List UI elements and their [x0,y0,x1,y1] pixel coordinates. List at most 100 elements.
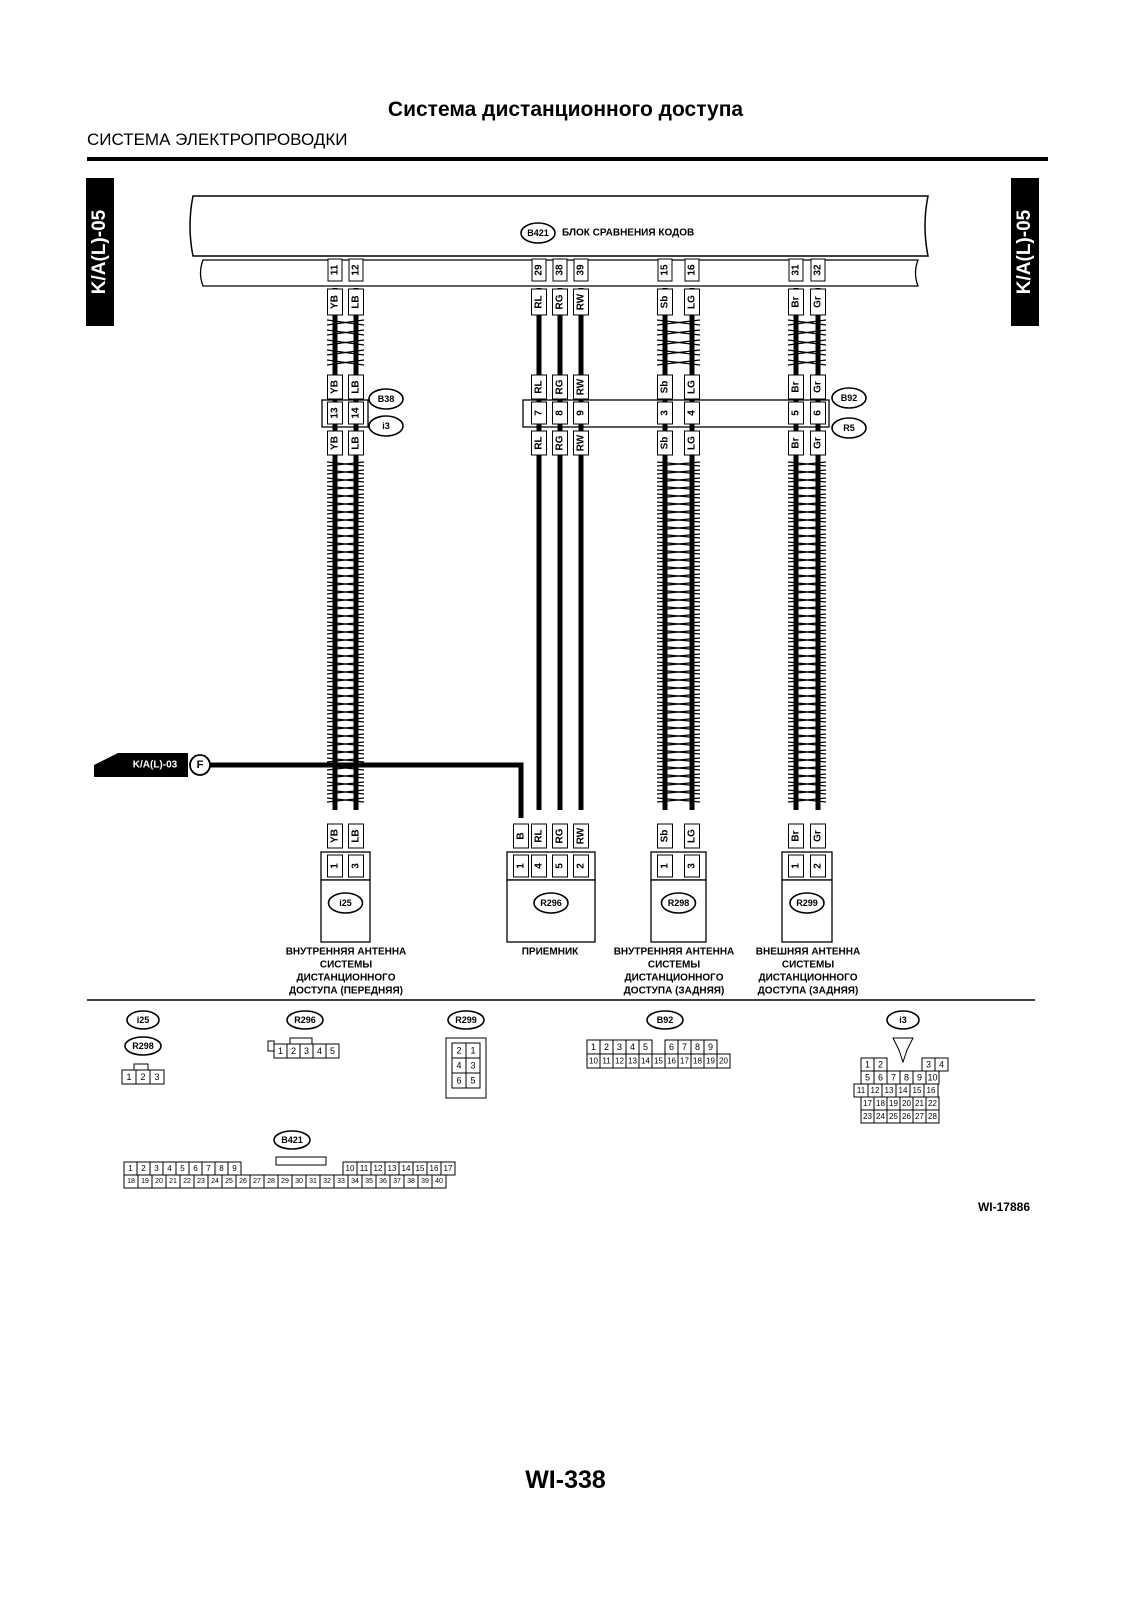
view-i3-row4-pin: 17 [863,1099,872,1108]
lower-color-sb-box [657,430,673,456]
upper-color-rw-text: RW [576,378,587,395]
view-b421-row1b-pin: 10 [346,1164,355,1173]
twist-lower-2-strand [656,477,701,483]
twist-lower-0-strand [326,621,365,627]
view-b92-row1-pin: 4 [630,1042,635,1052]
inline-pin-8-text: 8 [555,410,566,416]
bottom-color-rw-box [573,823,589,849]
twist-upper-2-strand [656,339,701,346]
top-pin-29: 29 [531,258,547,282]
view-i3-row4-pin: 22 [928,1099,937,1108]
twist-lower-2-strand [656,589,701,595]
twist-lower-2-strand [656,677,701,683]
twist-lower-3-strand [787,469,827,475]
view-b421-row1a-pin: 4 [167,1164,172,1173]
upper-color-rg-box [552,374,568,400]
twist-upper-0-strand [326,319,365,326]
view-b92-row2-pin: 19 [706,1057,715,1066]
bottom-color-br-box [788,823,804,849]
view-i3-key [892,1037,914,1064]
view-i3-row1b-pin: 4 [939,1060,944,1070]
view-b92-row2-pin: 20 [719,1057,728,1066]
description-r299-line: ДОСТУПА (ЗАДНЯЯ) [758,986,859,997]
twist-lower-2-strand [656,621,701,627]
twist-lower-3-strand [787,597,827,603]
view-b421-row2-pin: 39 [421,1178,429,1185]
inline-pin-7-box [531,401,547,425]
bottom-connector-i25-outline [327,892,364,914]
twist-lower-2-strand [656,749,701,755]
inline-pin-7-text: 7 [534,410,545,416]
twist-lower-2-strand [656,653,701,659]
view-i3-row1b-pin: 3 [926,1060,931,1070]
view-i3-row2-pin: 9 [917,1073,922,1083]
top-color-rg: RG [552,288,568,316]
twist-lower-0-strand [326,517,365,523]
top-color-sb-box [657,288,673,316]
bottom-connector-r298-label: R298 [668,898,690,908]
lower-color-lb-box [348,430,364,456]
view-i3-row1b-cell [934,1057,949,1072]
view-i3-label-outline [886,1010,920,1030]
upper-color-sb-text: Sb [660,381,671,394]
bottom-connector-r296-label: R296 [540,898,562,908]
view-r299-pin: 6 [456,1076,461,1086]
control-unit-body [189,195,929,257]
view-i3-row5-pin: 23 [863,1112,872,1121]
inline-connector-right-code-2: R5 [831,417,867,439]
upper-color-rg: RG [552,374,568,400]
view-b421-row1a-pin: 1 [128,1164,133,1173]
twist-lower-3 [787,461,827,803]
twist-lower-0-strand [326,485,365,491]
bottom-pin-2: 2 [810,854,826,878]
bottom-color-rg: RG [552,823,568,849]
top-pin-16: 16 [684,258,700,282]
bottom-pin-4-box [531,854,547,878]
view-r299-pin: 1 [470,1046,475,1056]
view-b92-row1-pin: 7 [682,1042,687,1052]
top-color-yb-box [327,288,343,316]
upper-color-lb-text: LB [351,380,362,393]
upper-color-rl: RL [531,374,547,400]
bottom-pin-3: 3 [684,854,700,878]
twist-lower-2-strand [656,469,701,475]
inline-connector-right-code-2-outline [831,417,867,439]
bottom-pin-4-text: 4 [534,863,545,869]
upper-color-lg-text: LG [687,380,698,394]
top-color-lg: LG [684,288,700,316]
twist-lower-0-strand [326,477,365,483]
view-i3-row2-pin: 5 [865,1073,870,1083]
view-b421-row2-pin: 40 [435,1178,443,1185]
view-b421-row1b-pin: 13 [388,1164,397,1173]
upper-color-br-text: Br [791,381,802,392]
bottom-pin-1-box [327,854,343,878]
inline-pin-3-box [657,401,673,425]
bottom-pin-1: 1 [657,854,673,878]
upper-color-rl-box [531,374,547,400]
view-b92-row2-pin: 18 [693,1057,702,1066]
upper-color-br: Br [788,374,804,400]
bottom-pin-1: 1 [327,854,343,878]
view-b92-row1-pin: 5 [643,1042,648,1052]
twist-lower-3-strand [787,533,827,539]
view-i3-row2-pin: 8 [904,1073,909,1083]
view-b92-row2-pin: 10 [589,1057,598,1066]
inline-pin-4-text: 4 [687,410,698,416]
twist-lower-3-strand [787,501,827,507]
view-b421-row2-pin: 18 [127,1178,135,1185]
lower-color-yb: YB [327,430,343,456]
twist-lower-3-strand [787,581,827,587]
lower-color-rl-text: RL [534,436,545,449]
twist-lower-2-strand [656,741,701,747]
bottom-color-lg-text: LG [687,829,698,843]
view-b92-row1-pin: 8 [695,1042,700,1052]
view-b421-row1a-pin: 2 [141,1164,146,1173]
top-pin-15-text: 15 [660,264,671,276]
inline-connector-left-code-1-outline [368,388,404,410]
twist-lower-3-strand [787,765,827,771]
top-color-sb-text: Sb [660,296,671,309]
twist-upper-2-strand [656,349,701,356]
